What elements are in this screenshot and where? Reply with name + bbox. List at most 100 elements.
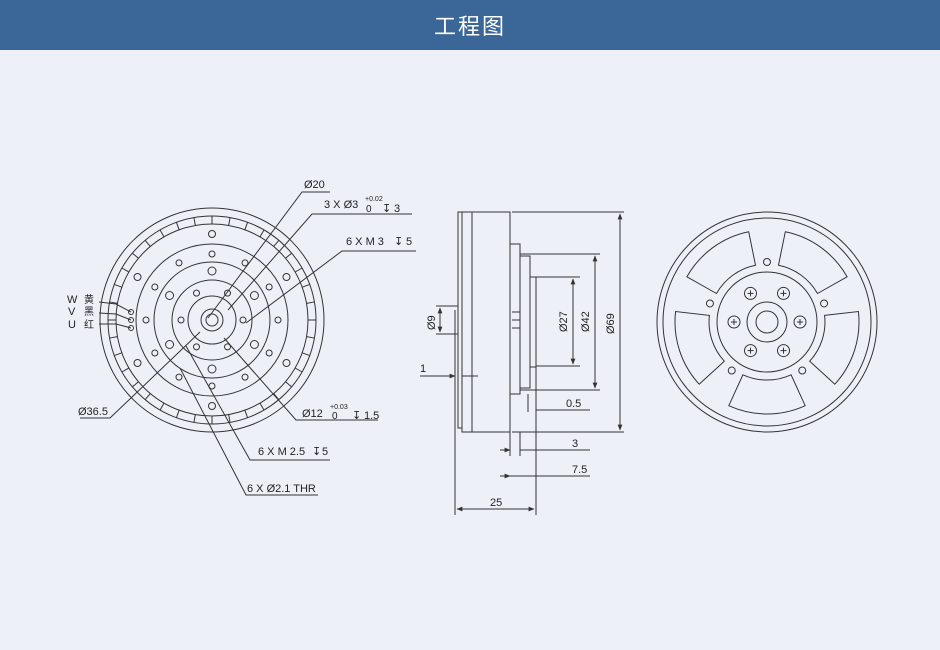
mount-hole: [207, 364, 217, 374]
mount-hole: [239, 316, 247, 324]
wire-v-color: 黑: [84, 306, 94, 318]
rear-hole: [727, 366, 736, 375]
rear-hole: [763, 258, 771, 266]
stator-tick: [294, 367, 303, 373]
label-d42: Ø42: [580, 311, 592, 332]
stator-tick: [159, 229, 165, 238]
stator-tick: [228, 217, 231, 226]
stator-tick: [302, 352, 310, 357]
label-tol12-bottom: 0: [332, 411, 338, 422]
stator-tick: [193, 414, 196, 423]
screw-icon: [793, 315, 807, 329]
label-m3: 6 X M 3: [346, 236, 384, 248]
mount-hole: [207, 266, 217, 276]
depth-icon: ↧: [382, 203, 391, 215]
mount-hole: [249, 291, 259, 300]
mount-hole: [208, 230, 216, 238]
stator-tick: [175, 222, 180, 230]
label-dim-25: 25: [490, 497, 502, 509]
label-d20: Ø20: [304, 179, 325, 191]
mount-hole: [241, 373, 249, 381]
mount-hole: [241, 259, 249, 267]
label-depth12: 1.5: [364, 410, 379, 422]
stator-tick: [109, 336, 118, 339]
screw-icon: [777, 286, 790, 300]
stator-tick: [144, 393, 151, 400]
mount-hole: [274, 316, 282, 324]
mount-hole: [282, 273, 291, 281]
mount-hole: [193, 343, 200, 351]
mount-hole: [177, 316, 185, 324]
stator-tick: [306, 336, 315, 339]
stator-tick: [121, 367, 130, 373]
screw-icon: [727, 315, 741, 329]
spoke-window: [728, 374, 806, 415]
wire-v-phase: V: [68, 306, 76, 318]
mount-hole: [193, 289, 200, 297]
mount-hole: [249, 340, 259, 349]
mount-hole: [151, 283, 159, 291]
screw-icon: [744, 344, 757, 358]
rear-hole: [820, 299, 829, 308]
spoke-window: [777, 231, 848, 295]
stator-tick: [175, 410, 180, 418]
label-m25-depth: 5: [322, 446, 328, 458]
wire-u-color: 红: [84, 318, 94, 331]
stator-tick: [159, 402, 165, 411]
label-dim-05: 0.5: [566, 398, 581, 410]
mount-hole: [142, 316, 150, 324]
side-view: [420, 211, 624, 515]
mount-hole: [208, 250, 216, 258]
mount-hole: [224, 289, 231, 297]
side-view-labels: Ø69 Ø42 Ø27 Ø9 1 0.5 3 7.5 25: [420, 311, 617, 509]
stator-tick: [132, 381, 139, 388]
stator-tick: [259, 229, 265, 238]
label-d9: Ø9: [426, 315, 438, 330]
stator-tick: [302, 283, 310, 288]
screw-icon: [744, 286, 757, 300]
label-m25: 6 X M 2.5: [258, 446, 305, 458]
label-d69: Ø69: [605, 313, 617, 334]
header-bar: 工程图: [0, 0, 940, 50]
stator-tick: [306, 301, 315, 304]
mount-hole: [265, 349, 273, 357]
spoke-window: [808, 310, 860, 385]
mount-hole: [151, 349, 159, 357]
page-title: 工程图: [433, 15, 506, 40]
mount-hole: [265, 283, 273, 291]
label-thr: 6 X Ø2.1 THR: [247, 483, 316, 495]
depth-icon: ↧: [352, 410, 361, 422]
wire-u-phase: U: [68, 319, 76, 331]
stator-tick: [114, 283, 122, 288]
mount-hole: [165, 291, 175, 300]
stator-tick: [273, 393, 280, 400]
mount-hole: [208, 402, 216, 410]
mount-hole: [224, 343, 231, 351]
label-dim-1: 1: [420, 363, 426, 375]
label-dim-3: 3: [572, 438, 578, 450]
drawing-canvas: Ø20 3 X Ø3 +0.02 0 ↧ 3 6 X M 3 ↧ 5 Ø36.5…: [0, 50, 940, 645]
stator-tick: [294, 267, 303, 273]
stator-tick: [244, 222, 249, 230]
stator-tick: [244, 410, 249, 418]
stator-tick: [109, 301, 118, 304]
label-depth3: 3: [394, 203, 400, 215]
mount-hole: [282, 359, 291, 367]
mount-hole: [133, 359, 142, 367]
wire-w-phase: W: [67, 294, 78, 306]
stator-tick: [285, 381, 292, 388]
spoke-window: [674, 310, 726, 385]
label-m3-depth: 5: [406, 236, 412, 248]
stator-tick: [259, 402, 265, 411]
rear-view: [656, 211, 878, 433]
mount-hole: [175, 259, 183, 267]
label-tol3-bottom: 0: [366, 204, 372, 215]
mount-hole: [133, 273, 142, 281]
stator-tick: [121, 267, 130, 273]
front-view: [80, 191, 416, 496]
spoke-window: [686, 231, 757, 295]
stator-tick: [193, 217, 196, 226]
stator-tick: [273, 240, 280, 247]
stator-tick: [114, 352, 122, 357]
label-tol12-top: +0.03: [330, 404, 348, 411]
